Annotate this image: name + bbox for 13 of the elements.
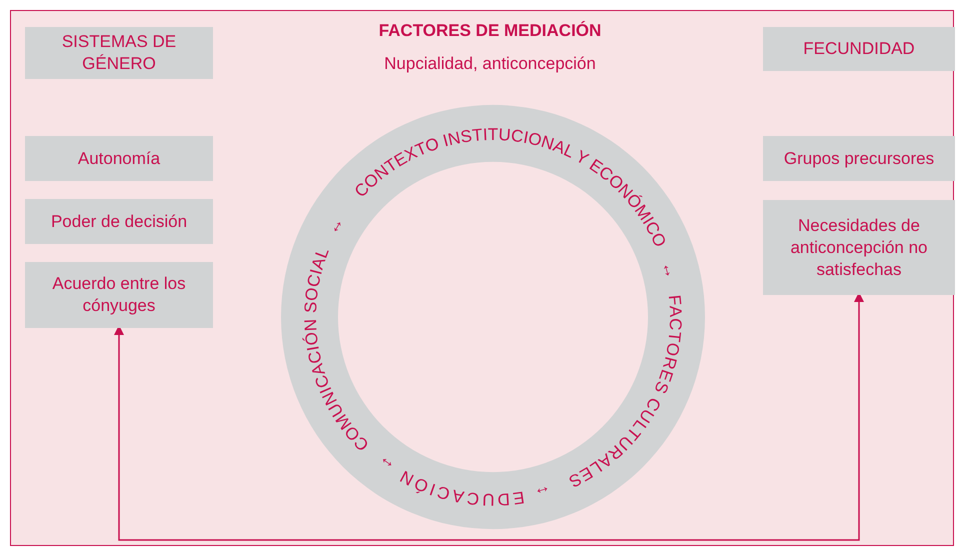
title: FACTORES DE MEDIACIÓN — [378, 21, 602, 41]
double-arrow-symbol: ↔ — [322, 213, 348, 238]
double-arrow-symbol: ↔ — [373, 452, 398, 478]
double-arrow-symbol: ↔ — [658, 259, 681, 281]
factor-box: Poder de decisión — [25, 199, 213, 244]
factor-box: SISTEMAS DE GÉNERO — [25, 27, 213, 79]
factor-box: Grupos precursores — [763, 136, 955, 181]
factor-box: Autonomía — [25, 136, 213, 181]
subtitle: Nupcialidad, anticoncepción — [383, 54, 597, 74]
double-arrow-symbol: ↔ — [532, 481, 554, 504]
factor-box: FECUNDIDAD — [763, 27, 955, 71]
factor-box: Acuerdo entre los cónyuges — [25, 262, 213, 328]
factor-box: Necesidades de anticoncepción no satisfechas — [763, 200, 955, 295]
